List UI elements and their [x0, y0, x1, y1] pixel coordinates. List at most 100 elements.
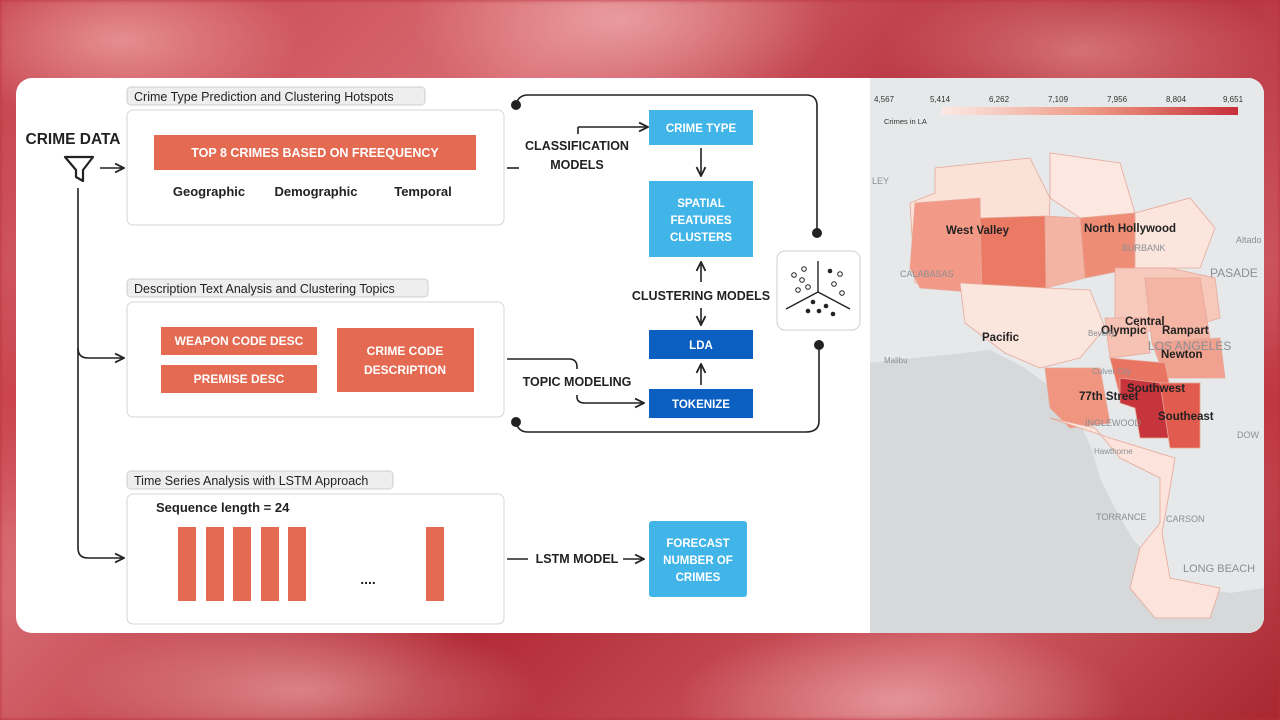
label-north-hollywood: North Hollywood — [1084, 223, 1176, 235]
tokenize-label: TOKENIZE — [672, 399, 730, 411]
lstm-model-label: LSTM MODEL — [536, 552, 619, 566]
clustering-models-label: CLUSTERING MODELS — [632, 289, 770, 303]
place-label: LOS ANGELES — [1148, 339, 1231, 353]
classification-label-1: CLASSIFICATION — [525, 139, 629, 153]
section-text-analysis: Description Text Analysis and Clustering… — [126, 278, 505, 418]
crime-code-label-2: DESCRIPTION — [364, 363, 446, 377]
district-west-valley — [909, 197, 983, 294]
arrow-to-section-2 — [77, 347, 124, 358]
sequence-bar — [233, 527, 251, 601]
legend-title: Crimes in LA — [884, 117, 927, 126]
place-label: LONG BEACH — [1183, 563, 1255, 575]
district-shape — [1134, 197, 1216, 269]
section-3-title: Time Series Analysis with LSTM Approach — [134, 474, 368, 488]
section-3-tag — [126, 470, 394, 490]
sequence-bar — [288, 527, 306, 601]
label-77th-street: 77th Street — [1079, 391, 1139, 403]
crime-code-box — [337, 328, 474, 392]
crime-code-label-1: CRIME CODE — [367, 344, 444, 358]
legend-tick: 5,414 — [930, 95, 951, 104]
weapon-code-label: WEAPON CODE DESC — [175, 334, 304, 348]
sequence-bar — [178, 527, 196, 601]
premise-desc-box — [161, 365, 317, 393]
label-newton: Newton — [1161, 349, 1203, 361]
label-pacific: Pacific — [982, 332, 1020, 344]
label-olympic: Olympic — [1101, 325, 1147, 337]
ocean — [870, 350, 1264, 633]
forecast-label-2: NUMBER OF — [663, 555, 733, 567]
filter-icon — [63, 155, 95, 183]
place-label: TORRANCE — [1096, 512, 1146, 522]
place-label: CALABASAS — [900, 269, 954, 279]
place-label: CARSON — [1166, 514, 1205, 524]
sequence-ellipsis: .... — [360, 571, 376, 587]
crime-data-label: CRIME DATA — [26, 131, 121, 148]
loop-endpoint-dot — [812, 228, 822, 238]
district-shape — [1044, 367, 1111, 429]
label-rampart: Rampart — [1162, 325, 1209, 337]
premise-desc-label: PREMISE DESC — [194, 372, 285, 386]
place-label: LEY — [872, 176, 889, 186]
pipeline-diagram: CRIME DATA Crime Type Prediction and Clu… — [26, 86, 861, 625]
district-layer — [909, 152, 1226, 619]
forecast-label-1: FORECAST — [666, 538, 729, 550]
lda-node — [649, 330, 753, 359]
weapon-code-box — [161, 327, 317, 355]
top-crimes-banner — [154, 135, 476, 170]
section-2-tag — [126, 278, 429, 298]
sequence-bar — [261, 527, 279, 601]
forecast-label-3: CRIMES — [676, 572, 721, 584]
legend-tick: 8,804 — [1166, 95, 1187, 104]
district-southeast — [1159, 382, 1201, 449]
map-legend: 4,567 5,414 6,262 7,109 7,956 8,804 9,65… — [874, 95, 1244, 126]
feature-temporal: Temporal — [394, 184, 452, 199]
sequence-bar — [426, 527, 444, 601]
feature-demographic: Demographic — [274, 184, 357, 199]
topic-modeling-label: TOPIC MODELING — [523, 375, 632, 389]
feedback-loop-bottom — [515, 345, 820, 433]
spatial-label-2: FEATURES — [670, 215, 731, 227]
legend-tick: 9,651 — [1223, 95, 1244, 104]
classification-label-2: MODELS — [550, 158, 603, 172]
connector — [507, 358, 578, 369]
legend-tick: 7,956 — [1107, 95, 1128, 104]
place-label: Beverly — [1088, 329, 1115, 338]
district-pacific — [959, 282, 1106, 369]
cluster-scatter-icon — [776, 250, 861, 331]
place-label: Malibu — [884, 356, 908, 365]
crime-type-node — [649, 110, 753, 145]
label-west-valley: West Valley — [946, 225, 1010, 237]
section-1-title: Crime Type Prediction and Clustering Hot… — [134, 90, 394, 104]
sequence-bar — [206, 527, 224, 601]
arrow-to-section-3 — [77, 188, 124, 558]
section-2-title: Description Text Analysis and Clustering… — [134, 282, 395, 296]
district-shape — [1044, 215, 1086, 289]
feature-geographic: Geographic — [173, 184, 245, 199]
place-label: Culver City — [1092, 367, 1131, 376]
label-southwest: Southwest — [1127, 383, 1185, 395]
lda-label: LDA — [689, 340, 713, 352]
place-label: Hawthorne — [1094, 447, 1133, 456]
spatial-clusters-node — [649, 181, 753, 257]
section-time-series: Time Series Analysis with LSTM Approach … — [126, 470, 505, 625]
la-crime-map: 4,567 5,414 6,262 7,109 7,956 8,804 9,65… — [870, 78, 1264, 633]
place-label: DOW — [1237, 430, 1260, 440]
district-olympic — [1104, 317, 1151, 359]
place-label: PASADE — [1210, 266, 1258, 280]
section-crime-type: Crime Type Prediction and Clustering Hot… — [126, 86, 505, 226]
place-label: Altado — [1236, 235, 1262, 245]
section-1-tag — [126, 86, 426, 106]
district-harbor — [1049, 417, 1221, 619]
legend-tick: 7,109 — [1048, 95, 1069, 104]
loop-endpoint-dot — [814, 340, 824, 350]
crime-type-label: CRIME TYPE — [666, 123, 737, 135]
feedback-loop-top — [515, 94, 818, 233]
label-southeast: Southeast — [1158, 411, 1214, 423]
sequence-length-label: Sequence length = 24 — [156, 500, 290, 515]
top-crimes-label: TOP 8 CRIMES BASED ON FREEQUENCY — [191, 146, 439, 160]
forecast-node — [649, 521, 747, 597]
place-label: INGLEWOOD — [1085, 418, 1142, 428]
spatial-label-1: SPATIAL — [677, 198, 725, 210]
arrow-to-tokenize — [576, 395, 644, 403]
spatial-label-3: CLUSTERS — [670, 232, 732, 244]
